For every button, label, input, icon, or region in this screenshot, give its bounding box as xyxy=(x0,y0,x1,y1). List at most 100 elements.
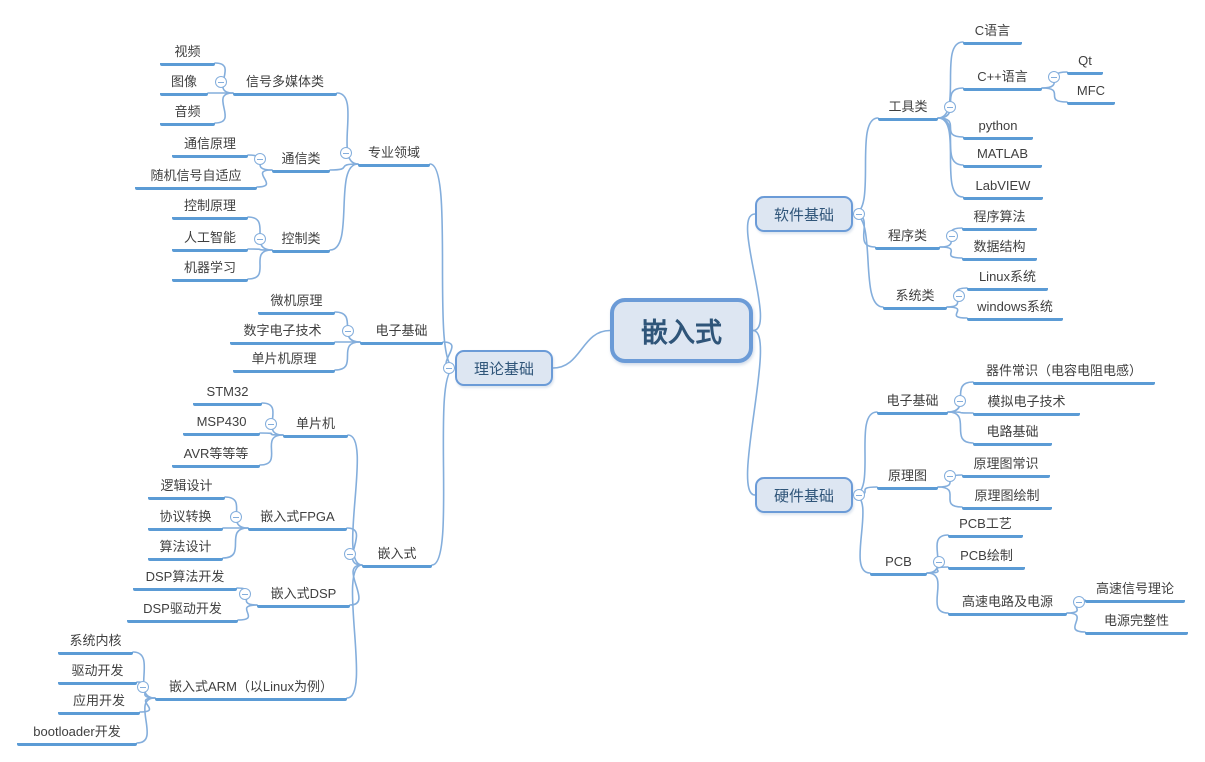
node-video[interactable]: 视频 xyxy=(160,44,215,66)
node-audio[interactable]: 音频 xyxy=(160,104,215,126)
node-schKnow[interactable]: 原理图常识 xyxy=(962,456,1050,478)
collapse-icon-mcu[interactable] xyxy=(265,418,277,430)
collapse-icon-software[interactable] xyxy=(853,208,865,220)
collapse-icon-schematic[interactable] xyxy=(944,470,956,482)
node-windows[interactable]: windows系统 xyxy=(967,299,1063,321)
node-devices[interactable]: 器件常识（电容电阻电感） xyxy=(973,363,1155,385)
node-tools[interactable]: 工具类 xyxy=(878,99,938,121)
collapse-icon-embedded[interactable] xyxy=(344,548,356,560)
node-system[interactable]: 系统类 xyxy=(883,288,947,310)
node-qt[interactable]: Qt xyxy=(1067,53,1103,75)
node-powerInt[interactable]: 电源完整性 xyxy=(1085,613,1188,635)
collapse-icon-system[interactable] xyxy=(953,290,965,302)
node-avr[interactable]: AVR等等等 xyxy=(172,446,260,468)
node-linux[interactable]: Linux系统 xyxy=(967,269,1048,291)
node-mfc[interactable]: MFC xyxy=(1067,83,1115,105)
node-hsSignal[interactable]: 高速信号理论 xyxy=(1085,581,1185,603)
branch-connector xyxy=(334,341,361,371)
node-algoDesign[interactable]: 算法设计 xyxy=(148,539,223,561)
node-major[interactable]: 专业领域 xyxy=(358,145,430,167)
collapse-icon-hardware[interactable] xyxy=(853,489,865,501)
collapse-icon-elecTheory[interactable] xyxy=(342,325,354,337)
node-ml[interactable]: 机器学习 xyxy=(172,260,248,282)
node-dataStruct[interactable]: 数据结构 xyxy=(962,239,1037,261)
collapse-icon-hispeed[interactable] xyxy=(1073,596,1085,608)
node-embedded[interactable]: 嵌入式 xyxy=(362,546,432,568)
node-software[interactable]: 软件基础 xyxy=(755,196,853,232)
node-progAlgo[interactable]: 程序算法 xyxy=(962,209,1037,231)
node-hardware[interactable]: 硬件基础 xyxy=(755,477,853,513)
branch-connector xyxy=(947,411,974,444)
branch-connector xyxy=(937,486,963,508)
collapse-icon-pcb[interactable] xyxy=(933,556,945,568)
node-schematic[interactable]: 原理图 xyxy=(877,468,938,490)
node-clang[interactable]: C语言 xyxy=(963,23,1022,45)
branch-connector xyxy=(926,534,949,574)
branch-connector xyxy=(1041,87,1068,103)
node-cpp[interactable]: C++语言 xyxy=(963,69,1042,91)
node-ai[interactable]: 人工智能 xyxy=(172,230,248,252)
node-schDraw[interactable]: 原理图绘制 xyxy=(962,488,1052,510)
node-protocol[interactable]: 协议转换 xyxy=(148,509,223,531)
node-comm[interactable]: 通信类 xyxy=(272,151,330,173)
node-kernel[interactable]: 系统内核 xyxy=(58,633,133,655)
collapse-icon-major[interactable] xyxy=(340,147,352,159)
branch-connector xyxy=(132,651,156,699)
collapse-icon-tools[interactable] xyxy=(944,101,956,113)
node-control[interactable]: 控制类 xyxy=(272,231,330,253)
node-program[interactable]: 程序类 xyxy=(875,228,940,250)
collapse-icon-cpp[interactable] xyxy=(1048,71,1060,83)
branch-connector xyxy=(1066,612,1086,633)
node-stm32[interactable]: STM32 xyxy=(193,384,262,406)
node-hispeed[interactable]: 高速电路及电源 xyxy=(948,594,1067,616)
node-driverDev[interactable]: 驱动开发 xyxy=(58,663,137,685)
node-elecTheory[interactable]: 电子基础 xyxy=(360,323,443,345)
node-pcbDraw[interactable]: PCB绘制 xyxy=(948,548,1025,570)
node-theory[interactable]: 理论基础 xyxy=(455,350,553,386)
collapse-icon-signal[interactable] xyxy=(215,76,227,88)
node-controlPrinciple[interactable]: 控制原理 xyxy=(172,198,248,220)
collapse-icon-program[interactable] xyxy=(946,230,958,242)
node-python[interactable]: python xyxy=(963,118,1033,140)
collapse-icon-dsp[interactable] xyxy=(239,588,251,600)
node-pcbProcess[interactable]: PCB工艺 xyxy=(948,516,1023,538)
node-randomSignal[interactable]: 随机信号自适应 xyxy=(135,168,257,190)
branch-connector xyxy=(256,169,273,188)
collapse-icon-fpga[interactable] xyxy=(230,511,242,523)
node-micro[interactable]: 微机原理 xyxy=(258,293,335,315)
branch-connector xyxy=(746,213,762,332)
branch-connector xyxy=(214,92,234,124)
node-mcuPrinciple[interactable]: 单片机原理 xyxy=(233,351,335,373)
node-image[interactable]: 图像 xyxy=(160,74,208,96)
branch-connector xyxy=(247,249,273,280)
node-signal[interactable]: 信号多媒体类 xyxy=(233,74,337,96)
node-commPrinciple[interactable]: 通信原理 xyxy=(172,136,248,158)
node-labview[interactable]: LabVIEW xyxy=(963,178,1043,200)
node-dspAlgo[interactable]: DSP算法开发 xyxy=(133,569,237,591)
branch-connector xyxy=(937,117,964,198)
branch-connector xyxy=(946,306,968,319)
node-circuit[interactable]: 电路基础 xyxy=(973,424,1052,446)
node-appDev[interactable]: 应用开发 xyxy=(58,693,140,715)
collapse-icon-arm[interactable] xyxy=(137,681,149,693)
node-fpga[interactable]: 嵌入式FPGA xyxy=(248,509,347,531)
collapse-icon-theory[interactable] xyxy=(443,362,455,374)
node-digital[interactable]: 数字电子技术 xyxy=(230,323,335,345)
collapse-icon-control[interactable] xyxy=(254,233,266,245)
node-central[interactable]: 嵌入式 xyxy=(610,298,753,363)
node-dspDriver[interactable]: DSP驱动开发 xyxy=(127,601,238,623)
node-logic[interactable]: 逻辑设计 xyxy=(148,478,225,500)
node-bootloader[interactable]: bootloader开发 xyxy=(17,724,137,746)
node-arm[interactable]: 嵌入式ARM（以Linux为例） xyxy=(155,679,347,701)
node-mcu[interactable]: 单片机 xyxy=(283,416,348,438)
collapse-icon-elecHw[interactable] xyxy=(954,395,966,407)
collapse-icon-comm[interactable] xyxy=(254,153,266,165)
node-analog[interactable]: 模拟电子技术 xyxy=(973,394,1080,416)
node-pcb[interactable]: PCB xyxy=(870,554,927,576)
node-msp430[interactable]: MSP430 xyxy=(183,414,260,436)
branch-connector xyxy=(329,163,359,251)
node-elecHw[interactable]: 电子基础 xyxy=(877,393,948,415)
node-dsp[interactable]: 嵌入式DSP xyxy=(257,586,350,608)
node-matlab[interactable]: MATLAB xyxy=(963,146,1042,168)
